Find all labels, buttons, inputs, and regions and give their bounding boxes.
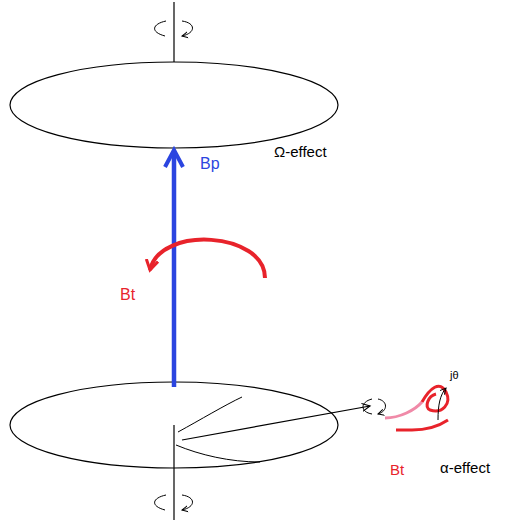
rotation-axis	[173, 2, 174, 62]
rotation-arrow	[155, 21, 166, 36]
zoom-arrow	[182, 406, 370, 440]
poloidal-field-line	[172, 152, 177, 387]
current-label: jθ	[450, 370, 459, 381]
toroidal-field-arc	[150, 240, 265, 278]
effect-label: α-effect	[440, 460, 490, 475]
field-label: Bp	[200, 156, 220, 172]
twisted-loop	[422, 386, 448, 411]
rotation-arrow	[378, 399, 386, 414]
current-arrow	[438, 388, 446, 420]
twisted-loop	[385, 402, 422, 418]
rotation-arrow	[182, 21, 193, 36]
twisted-loop	[396, 420, 448, 430]
bottom-disk	[10, 382, 338, 468]
field-label: Bt	[390, 462, 404, 477]
effect-label: Ω-effect	[274, 144, 327, 159]
field-line	[176, 445, 260, 462]
poloidal-arrowhead	[165, 150, 183, 167]
field-line	[178, 397, 242, 432]
field-label: Bt	[120, 287, 135, 303]
rotation-axis	[173, 425, 174, 520]
top-disk	[10, 62, 338, 148]
rotation-arrow	[155, 495, 166, 510]
rotation-arrow	[182, 495, 193, 510]
rotation-arrow	[363, 399, 372, 414]
